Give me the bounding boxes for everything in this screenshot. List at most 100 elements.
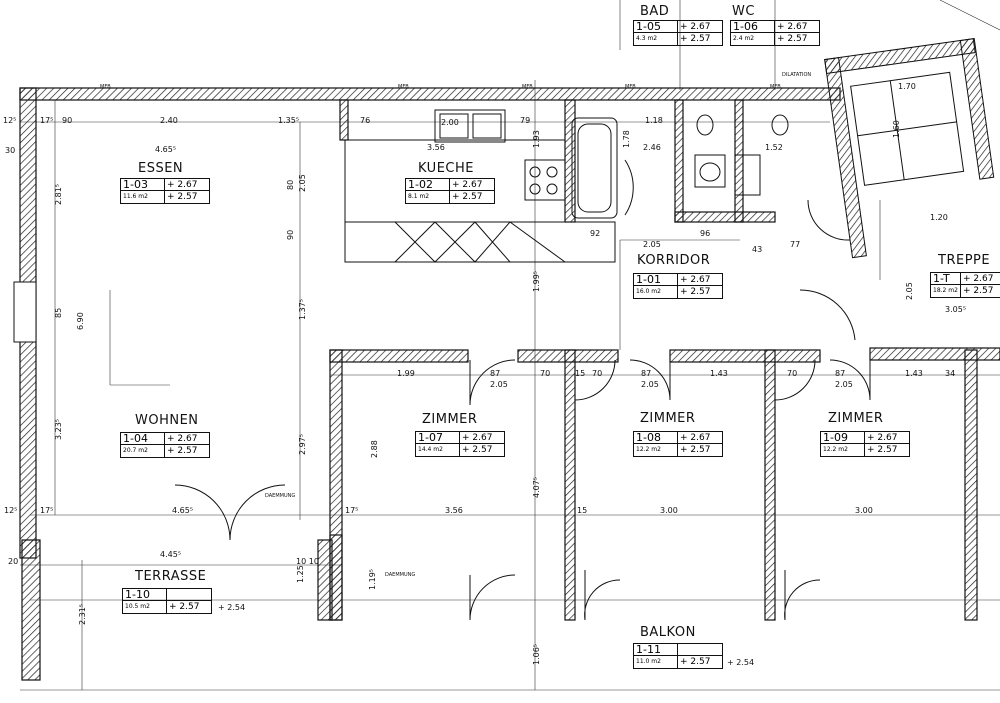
vdim-1-60: 1.60 bbox=[892, 120, 901, 138]
balkon-extra-height: + 2.54 bbox=[727, 658, 755, 667]
kueche-area: 8.1 m2 bbox=[406, 191, 450, 203]
bad-room-box: 1-05 + 2.67 4.3 m2 + 2.57 bbox=[633, 20, 723, 46]
zimmer2-height-lower: + 2.57 bbox=[680, 445, 711, 455]
wohnen-height-upper: + 2.67 bbox=[165, 433, 209, 445]
dim-70-2: 70 bbox=[592, 369, 603, 378]
dim-2-40: 2.40 bbox=[160, 116, 178, 125]
zimmer2-height-upper: + 2.67 bbox=[678, 432, 722, 444]
essen-name: ESSEN bbox=[138, 161, 184, 176]
mfb-note-3: MFB bbox=[522, 84, 533, 90]
zimmer1-room-box: 1-07 + 2.67 14.4 m2 + 2.57 bbox=[415, 431, 505, 457]
wc-height-lower: + 2.57 bbox=[777, 34, 808, 44]
zimmer2-name: ZIMMER bbox=[640, 411, 696, 426]
wc-number: 1-06 bbox=[731, 21, 775, 33]
dim-2-00: 2.00 bbox=[441, 118, 459, 127]
kueche-name: KUECHE bbox=[418, 161, 474, 176]
kitchen-counter bbox=[344, 109, 616, 263]
bathroom-fixtures bbox=[571, 114, 789, 219]
dim-15-2: 15 bbox=[577, 506, 588, 515]
zimmer3-height-lower: + 2.57 bbox=[867, 445, 898, 455]
balkon-room-box: 1-11 11.0 m2 + 2.57 bbox=[633, 643, 723, 669]
dim-1-18: 1.18 bbox=[645, 116, 663, 125]
vdim-2-97: 2.97⁵ bbox=[298, 433, 307, 455]
zimmer2-area: 12.2 m2 bbox=[634, 444, 678, 456]
dim-70-1: 70 bbox=[540, 369, 551, 378]
dim-17-bottom-left: 17⁵ bbox=[40, 506, 54, 515]
dim-12-left: 12⁵ bbox=[3, 116, 17, 125]
dim-77: 77 bbox=[790, 240, 801, 249]
dim-30: 30 bbox=[5, 146, 16, 155]
dim-2-46: 2.46 bbox=[643, 143, 661, 152]
dim-3-56-zimmer: 3.56 bbox=[445, 506, 463, 515]
terrasse-name: TERRASSE bbox=[135, 569, 207, 584]
vdim-1-78: 1.78 bbox=[622, 130, 631, 148]
wohnen-area: 20.7 m2 bbox=[121, 445, 165, 457]
dim-12-bottom-left: 12⁵ bbox=[4, 506, 18, 515]
dilatation-note: DILATATION bbox=[782, 72, 812, 78]
balkon-height: + 2.57 bbox=[680, 657, 711, 667]
zimmer3-height-upper: + 2.67 bbox=[865, 432, 909, 444]
zimmer3-name: ZIMMER bbox=[828, 411, 884, 426]
dim-4-65-bottom: 4.65⁵ bbox=[172, 506, 194, 515]
dim-1-99: 1.99 bbox=[397, 369, 415, 378]
vdim-2-81: 2.81⁵ bbox=[54, 183, 63, 205]
dim-79: 79 bbox=[520, 116, 531, 125]
dim-87-3: 87 bbox=[835, 369, 846, 378]
vdim-3-23: 3.23⁵ bbox=[54, 418, 63, 440]
zimmer2-room-box: 1-08 + 2.67 12.2 m2 + 2.57 bbox=[633, 431, 723, 457]
vdim-2-88: 2.88 bbox=[370, 440, 379, 458]
wc-room-box: 1-06 + 2.67 2.4 m2 + 2.57 bbox=[730, 20, 820, 46]
vdim-1-93: 1.93 bbox=[532, 130, 541, 148]
wc-label: WC bbox=[732, 4, 755, 19]
bad-label: BAD bbox=[640, 4, 670, 19]
bad-number: 1-05 bbox=[634, 21, 678, 33]
treppe-number: 1-T bbox=[931, 273, 961, 285]
wc-area: 2.4 m2 bbox=[731, 33, 775, 45]
mfb-note-2: MFB bbox=[398, 84, 409, 90]
kueche-height-upper: + 2.67 bbox=[450, 179, 494, 191]
mfb-note-1: MFB bbox=[100, 84, 111, 90]
korridor-height-upper: + 2.67 bbox=[678, 274, 722, 286]
zimmer1-height-lower: + 2.57 bbox=[462, 445, 493, 455]
mfb-note-4: MFB bbox=[625, 84, 636, 90]
dim-1-52: 1.52 bbox=[765, 143, 783, 152]
daemmung-note-2: DAEMMUNG bbox=[385, 572, 416, 578]
wc-height-upper: + 2.67 bbox=[775, 21, 819, 33]
essen-area: 11.6 m2 bbox=[121, 191, 165, 203]
balkon-number: 1-11 bbox=[634, 644, 678, 656]
zimmer3-room-box: 1-09 + 2.67 12.2 m2 + 2.57 bbox=[820, 431, 910, 457]
dim-43: 43 bbox=[752, 245, 763, 254]
dim-20: 20 bbox=[8, 557, 19, 566]
korridor-number: 1-01 bbox=[634, 274, 678, 286]
dim-1-35: 1.35⁵ bbox=[278, 116, 300, 125]
zimmer1-number: 1-07 bbox=[416, 432, 460, 444]
treppe-area: 18.2 m2 bbox=[931, 285, 961, 297]
vdim-85: 85 bbox=[54, 307, 63, 318]
essen-height-lower: + 2.57 bbox=[167, 192, 198, 202]
dim-2-05-3: 2.05 bbox=[835, 380, 853, 389]
wohnen-name: WOHNEN bbox=[135, 413, 199, 428]
vdim-1-06: 1.06⁵ bbox=[532, 643, 541, 665]
kueche-number: 1-02 bbox=[406, 179, 450, 191]
essen-room-box: 1-03 + 2.67 11.6 m2 + 2.57 bbox=[120, 178, 210, 204]
dim-96: 96 bbox=[700, 229, 711, 238]
terrasse-extra-height: + 2.54 bbox=[218, 603, 246, 612]
balkon-area: 11.0 m2 bbox=[634, 656, 678, 668]
bad-height-lower: + 2.57 bbox=[680, 34, 711, 44]
interior-lines bbox=[30, 200, 1000, 601]
vdim-80: 80 bbox=[286, 179, 295, 190]
dim-1-20: 1.20 bbox=[930, 213, 948, 222]
vdim-1-99: 1.99⁵ bbox=[532, 270, 541, 292]
korridor-name: KORRIDOR bbox=[637, 253, 711, 268]
vdim-1-25: 1.25 bbox=[296, 565, 305, 583]
zimmer1-height-upper: + 2.67 bbox=[460, 432, 504, 444]
vdim-2-05: 2.05 bbox=[298, 174, 307, 192]
korridor-room-box: 1-01 + 2.67 16.0 m2 + 2.57 bbox=[633, 273, 723, 299]
dim-1-70: 1.70 bbox=[898, 82, 916, 91]
vdim-2-05-treppe: 2.05 bbox=[905, 282, 914, 300]
treppe-room-box: 1-T + 2.67 18.2 m2 + 2.57 bbox=[930, 272, 1000, 298]
dim-2-05-2: 2.05 bbox=[641, 380, 659, 389]
dim-4-65-top: 4.65⁵ bbox=[155, 145, 177, 154]
terrasse-number: 1-10 bbox=[123, 589, 167, 601]
